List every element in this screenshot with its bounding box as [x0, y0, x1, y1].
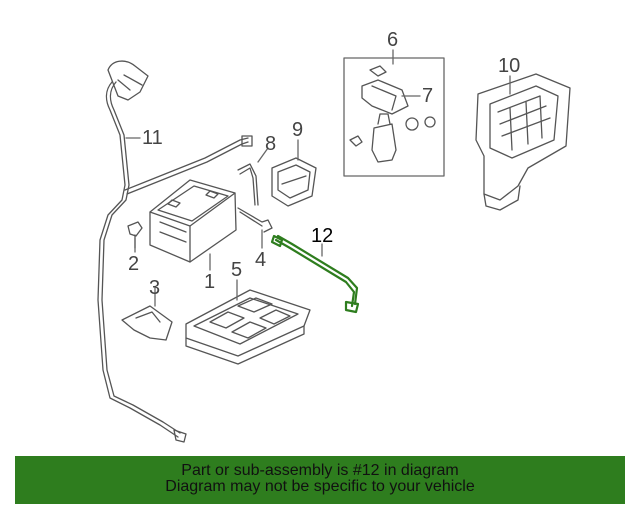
callout-3: 3 — [149, 277, 161, 299]
callout-5: 5 — [231, 259, 243, 281]
battery-cable-part-11 — [97, 60, 253, 443]
callout-6: 6 — [387, 29, 399, 51]
callout-10: 10 — [498, 55, 521, 77]
info-banner: Part or sub-assembly is #12 in diagram D… — [15, 456, 625, 504]
ground-strap-part-4 — [237, 207, 273, 233]
callout-9: 9 — [292, 119, 304, 141]
callout-7: 7 — [422, 85, 434, 107]
bracket-part-3 — [121, 305, 173, 341]
cable-part-12-highlighted — [270, 234, 360, 314]
callout-11: 11 — [142, 127, 163, 149]
fuse-box-part-10 — [475, 73, 571, 211]
relay-assembly-part-6 — [343, 57, 445, 177]
callout-2: 2 — [128, 253, 140, 275]
callout-12: 12 — [311, 225, 334, 247]
battery-tray-part-5 — [185, 289, 311, 365]
callout-4: 4 — [255, 249, 267, 271]
parts-diagram — [97, 49, 571, 443]
callout-8: 8 — [265, 133, 277, 155]
wire-part-8 — [237, 163, 259, 206]
leader-lines — [125, 49, 511, 307]
banner-line-1: Part or sub-assembly is #12 in diagram — [181, 462, 459, 479]
fuse-module-part-9 — [271, 157, 317, 207]
callout-1: 1 — [204, 271, 216, 293]
banner-line-2: Diagram may not be specific to your vehi… — [165, 478, 475, 495]
battery-part-1 — [149, 179, 237, 263]
